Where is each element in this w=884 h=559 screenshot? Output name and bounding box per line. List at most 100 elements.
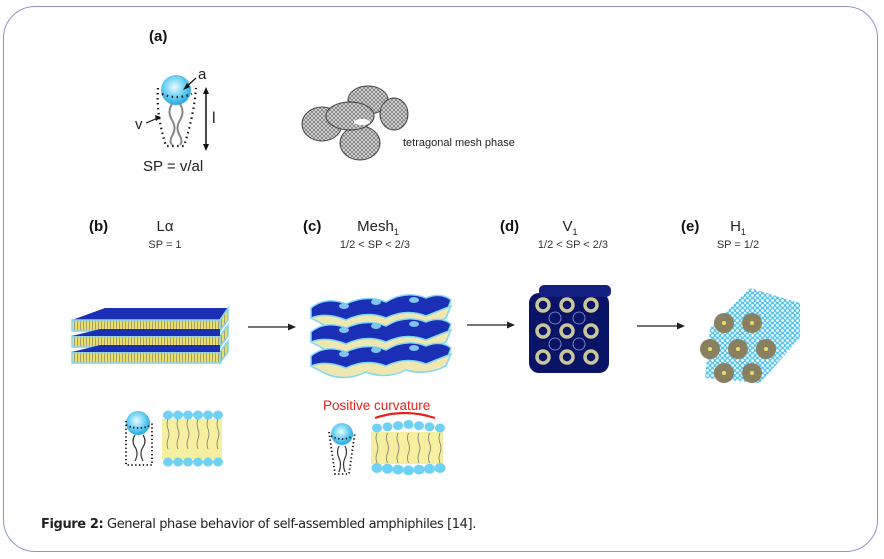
head-area-label: a	[198, 66, 207, 83]
phase-e-name: H1	[718, 218, 758, 237]
phase-c-subscript: 1	[393, 227, 399, 237]
flat-bilayer-heads	[163, 410, 223, 467]
headgroup	[161, 75, 191, 105]
lipid-head-top	[403, 419, 414, 429]
panel-c-letter: (c)	[303, 218, 322, 235]
lipid-head-bottom	[434, 463, 446, 473]
lipid-head-bottom	[392, 464, 404, 475]
cylinder-core-center	[764, 347, 768, 351]
cylinder-core-center	[722, 371, 726, 375]
phase-b-sp: SP = 1	[148, 239, 182, 251]
packing-formula: SP = v/al	[143, 158, 204, 175]
lipid-head-bottom	[183, 457, 193, 467]
figure-caption: Figure 2: General phase behavior of self…	[41, 517, 476, 532]
lipid-head-bottom	[403, 465, 414, 476]
lipid-head-top	[193, 410, 203, 420]
cylinder-core-center	[736, 347, 740, 351]
lipid-head-top	[414, 421, 424, 431]
channel-ring	[583, 297, 599, 313]
channel-ring	[583, 323, 599, 339]
phase-d-subscript: 1	[572, 227, 578, 237]
bicontinuous-cubic-structure	[529, 285, 611, 373]
channel-ring	[559, 349, 575, 365]
lipid-tail	[166, 418, 170, 450]
positive-curvature-label: Positive curvature	[323, 398, 431, 413]
arrow-b-to-c	[248, 323, 296, 331]
lipid-tail	[417, 432, 421, 464]
lipid-head-bottom	[163, 457, 173, 467]
lipid-head-top	[435, 423, 445, 433]
lipid-tail	[196, 418, 200, 450]
lipid-head-bottom	[173, 457, 183, 467]
curved-bilayer-heads	[371, 419, 446, 476]
curved-bilayer-sketch	[328, 411, 446, 476]
lipid-tail	[428, 432, 431, 464]
panel-d-letter: (d)	[500, 218, 520, 235]
cylindrical-amphiphile-sketch	[125, 410, 223, 467]
lipid-head-top	[203, 410, 213, 420]
lipid-head-top	[372, 423, 382, 433]
tetragonal-mesh-structure	[301, 85, 409, 161]
tail-1	[168, 103, 176, 146]
lipid-tail	[396, 432, 400, 464]
phase-e-name-text: H	[730, 218, 741, 235]
phase-d-name-text: V	[562, 218, 573, 235]
phase-c-sp: 1/2 < SP < 2/3	[339, 239, 411, 251]
lipid-head-bottom	[203, 457, 213, 467]
lipid-head-top	[393, 421, 403, 431]
lipid-head-top	[382, 422, 393, 432]
panel-a-letter: (a)	[149, 28, 168, 45]
phase-d-name: V1	[550, 218, 590, 237]
channel-ring	[535, 323, 551, 339]
cubic-channel-openings	[535, 297, 599, 365]
volume-label: v	[135, 116, 143, 133]
lipid-head-bottom	[371, 463, 383, 473]
length-label: l	[212, 110, 216, 127]
lipid-head-top	[173, 410, 183, 420]
channel-ring	[535, 297, 551, 313]
lipid-head-bottom	[382, 463, 393, 474]
lipid-tail	[206, 418, 210, 450]
figure-frame	[3, 6, 878, 552]
channel-ring	[559, 297, 575, 313]
tail-2	[176, 103, 184, 146]
lipid-head-top	[163, 410, 173, 420]
lipid-tail	[186, 418, 190, 450]
amphiphile-cone-diagram	[145, 75, 209, 151]
phase-c-name: Mesh1	[348, 218, 408, 237]
cylinder-core-center	[708, 347, 712, 351]
channel-ring-back	[572, 337, 586, 351]
curvature-arc	[374, 411, 436, 420]
lipid-head-bottom	[424, 463, 435, 474]
phase-e-subscript: 1	[740, 227, 746, 237]
channel-ring	[535, 349, 551, 365]
arrow-d-to-e	[637, 322, 685, 330]
cylinder-core-center	[750, 321, 754, 325]
channel-ring-back	[548, 337, 562, 351]
caption-text: General phase behavior of self-assembled…	[103, 517, 476, 532]
lipid-tail	[386, 432, 389, 464]
cylinder-core-center	[750, 371, 754, 375]
caption-label: Figure 2:	[41, 517, 104, 532]
lipid-head-bottom	[213, 457, 223, 467]
channel-ring-back	[548, 311, 562, 325]
lamellar-phase-stack	[71, 305, 229, 366]
mesh-phase-stack	[309, 294, 453, 379]
phase-e-sp: SP = 1/2	[716, 239, 760, 251]
tetragonal-mesh-label: tetragonal mesh phase	[403, 137, 515, 149]
panel-e-letter: (e)	[681, 218, 700, 235]
lipid-head-top	[183, 410, 193, 420]
lipid-head-top	[213, 410, 223, 420]
phase-c-name-text: Mesh	[357, 218, 394, 235]
lipid-head-top	[424, 422, 435, 432]
hexagonal-cylinder-bundle	[700, 288, 800, 383]
phase-d-sp: 1/2 < SP < 2/3	[537, 239, 609, 251]
arrow-c-to-d	[467, 321, 515, 329]
lipid-head-bottom	[413, 464, 425, 475]
lipid-tail	[407, 432, 410, 464]
panel-b-letter: (b)	[89, 218, 109, 235]
channel-ring	[559, 323, 575, 339]
lipid-tail	[375, 432, 379, 464]
cylinder-cores	[700, 313, 776, 383]
channel-ring-back	[572, 311, 586, 325]
